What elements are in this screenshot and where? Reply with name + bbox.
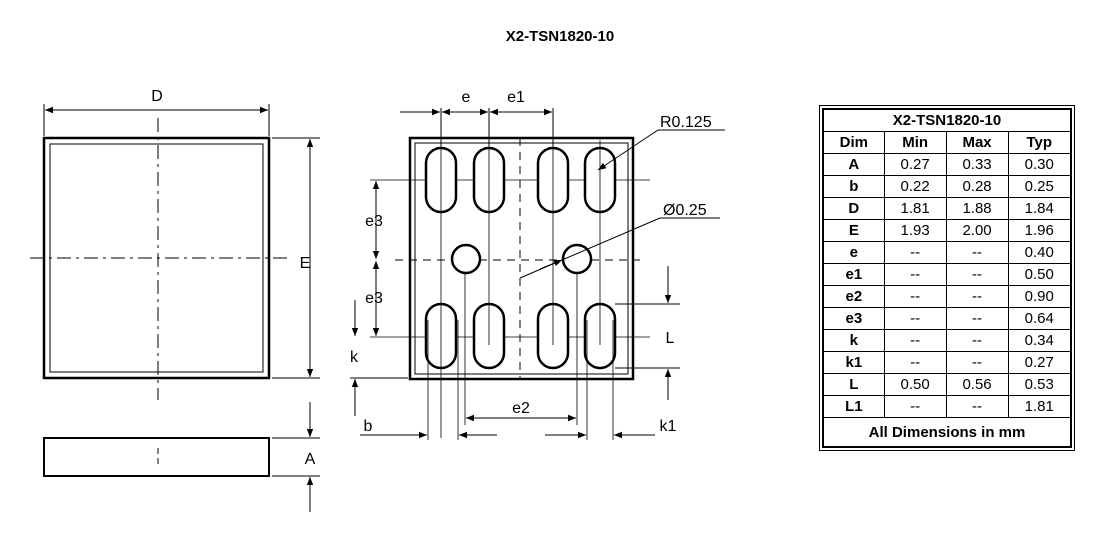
- dim-label-k: k: [350, 349, 359, 366]
- cell-max: --: [945, 307, 1009, 330]
- table-row: k1----0.27: [822, 351, 1072, 374]
- cell-typ: 0.53: [1007, 373, 1072, 396]
- dim-label-D: D: [151, 88, 163, 105]
- cell-min: --: [883, 351, 947, 374]
- dim-label-radius: R0.125: [660, 114, 712, 131]
- table-title: X2-TSN1820-10: [822, 108, 1072, 132]
- cell-min: 0.50: [883, 373, 947, 396]
- dim-label-b: b: [364, 418, 373, 435]
- cell-dim: k: [822, 329, 885, 352]
- cell-max: 0.28: [945, 175, 1009, 198]
- side-view: [43, 402, 320, 512]
- cell-min: 1.81: [883, 197, 947, 220]
- dim-label-e2: e2: [512, 400, 530, 417]
- table-header-row: Dim Min Max Typ: [822, 131, 1072, 154]
- cell-dim: E: [822, 219, 885, 242]
- table-footer: All Dimensions in mm: [822, 417, 1072, 448]
- cell-dim: e: [822, 241, 885, 264]
- cell-min: --: [883, 285, 947, 308]
- cell-typ: 0.30: [1007, 153, 1072, 176]
- dim-label-A: A: [305, 451, 316, 468]
- cell-typ: 0.25: [1007, 175, 1072, 198]
- dim-label-L: L: [666, 330, 675, 347]
- top-view: [30, 104, 320, 400]
- cell-typ: 1.81: [1007, 395, 1072, 418]
- table-row: k----0.34: [822, 329, 1072, 352]
- cell-max: 0.56: [945, 373, 1009, 396]
- cell-min: 0.22: [883, 175, 947, 198]
- cell-dim: e3: [822, 307, 885, 330]
- cell-max: --: [945, 351, 1009, 374]
- cell-dim: b: [822, 175, 885, 198]
- drawing-title: X2-TSN1820-10: [505, 28, 615, 45]
- cell-dim: e1: [822, 263, 885, 286]
- header-max: Max: [945, 131, 1009, 154]
- cell-dim: D: [822, 197, 885, 220]
- cell-dim: L1: [822, 395, 885, 418]
- round-pad-left: [450, 243, 482, 275]
- cell-typ: 0.34: [1007, 329, 1072, 352]
- cell-min: 1.93: [883, 219, 947, 242]
- bottom-view: [350, 108, 725, 440]
- table-row: e1----0.50: [822, 263, 1072, 286]
- table-row: e3----0.64: [822, 307, 1072, 330]
- dim-label-E: E: [300, 255, 311, 272]
- dim-label-e3-top: e3: [365, 213, 383, 230]
- cell-max: --: [945, 285, 1009, 308]
- cell-max: 1.88: [945, 197, 1009, 220]
- round-pad-right: [561, 243, 593, 275]
- cell-typ: 0.50: [1007, 263, 1072, 286]
- cell-max: 0.33: [945, 153, 1009, 176]
- header-typ: Typ: [1007, 131, 1072, 154]
- table-row: L1----1.81: [822, 395, 1072, 418]
- cell-min: --: [883, 241, 947, 264]
- cell-typ: 0.27: [1007, 351, 1072, 374]
- dim-label-diameter: Ø0.25: [663, 202, 707, 219]
- cell-max: --: [945, 263, 1009, 286]
- cell-max: --: [945, 329, 1009, 352]
- cell-min: --: [883, 263, 947, 286]
- cell-dim: k1: [822, 351, 885, 374]
- cell-max: --: [945, 241, 1009, 264]
- cell-typ: 0.90: [1007, 285, 1072, 308]
- cell-dim: A: [822, 153, 885, 176]
- cell-max: 2.00: [945, 219, 1009, 242]
- cell-min: 0.27: [883, 153, 947, 176]
- cell-dim: e2: [822, 285, 885, 308]
- cell-min: --: [883, 329, 947, 352]
- cell-max: --: [945, 395, 1009, 418]
- cell-dim: L: [822, 373, 885, 396]
- table-row: e2----0.90: [822, 285, 1072, 308]
- dim-label-e1: e1: [507, 89, 525, 106]
- cell-typ: 0.40: [1007, 241, 1072, 264]
- cell-typ: 1.96: [1007, 219, 1072, 242]
- cell-min: --: [883, 395, 947, 418]
- dim-label-e: e: [462, 89, 471, 106]
- cell-typ: 1.84: [1007, 197, 1072, 220]
- dim-label-k1: k1: [660, 418, 677, 435]
- cell-min: --: [883, 307, 947, 330]
- cell-typ: 0.64: [1007, 307, 1072, 330]
- header-dim: Dim: [822, 131, 885, 154]
- table-row: e----0.40: [822, 241, 1072, 264]
- dim-label-e3-bottom: e3: [365, 290, 383, 307]
- header-min: Min: [883, 131, 947, 154]
